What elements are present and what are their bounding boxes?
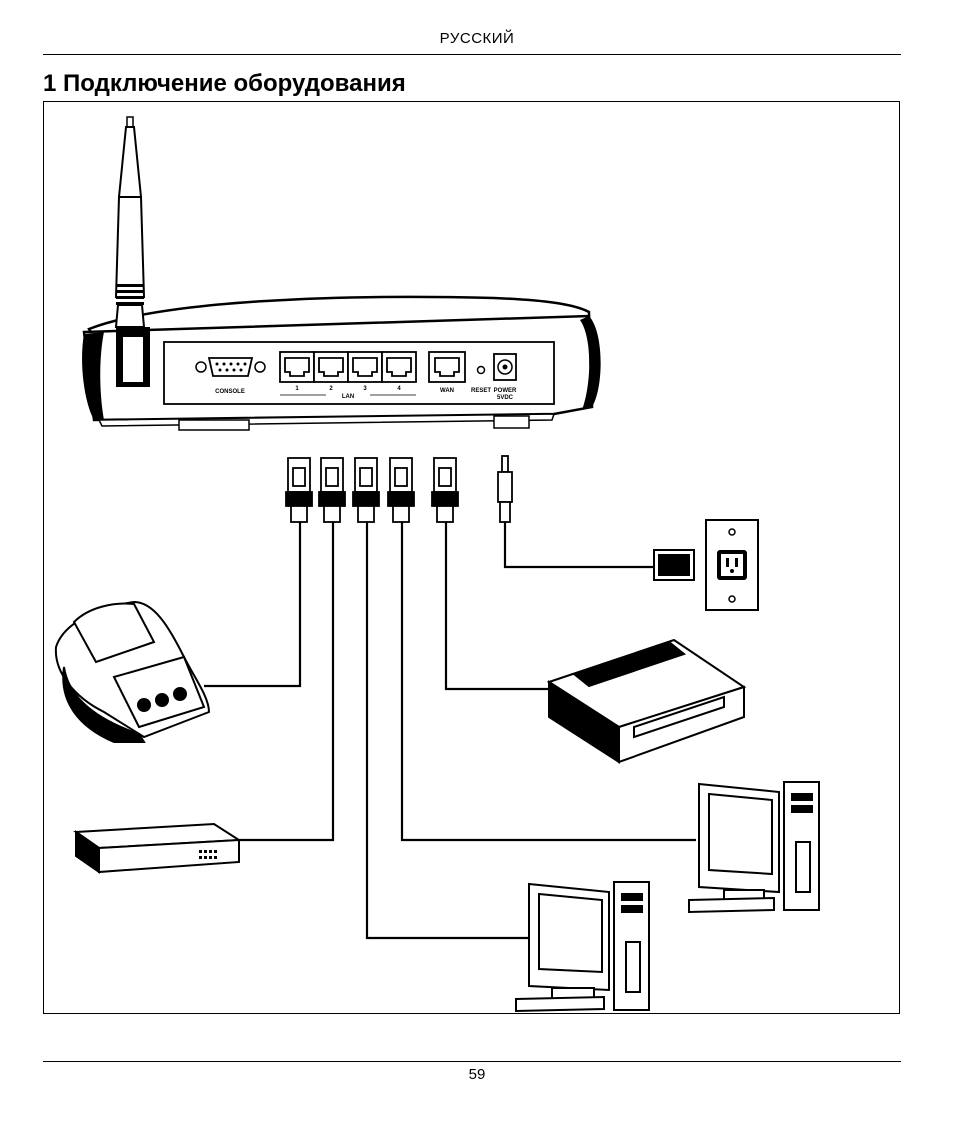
desktop-computer-icon	[688, 781, 820, 914]
switch-hub-icon	[73, 822, 243, 874]
footer-rule	[43, 1061, 901, 1062]
cables	[204, 522, 696, 940]
page-number: 59	[468, 1066, 486, 1083]
lan-port-number: 2	[329, 386, 333, 392]
antenna-icon	[114, 116, 150, 387]
ethernet-plug	[318, 457, 346, 523]
connection-diagram: CONSOLE 1 2 3 4 LAN WAN RESET	[54, 116, 820, 1013]
desktop-computer-icon	[515, 881, 650, 1013]
reset-label: RESET	[471, 388, 491, 394]
lan-port-block	[279, 351, 417, 383]
wan-label: WAN	[440, 388, 454, 394]
lan-port-number: 4	[397, 386, 401, 392]
modem-icon	[546, 638, 747, 764]
ethernet-plug	[387, 457, 415, 523]
section-title: 1 Подключение оборудования	[43, 70, 406, 97]
wan-port	[428, 351, 466, 383]
hardware-connection-figure: CONSOLE 1 2 3 4 LAN WAN RESET	[43, 101, 900, 1014]
ethernet-plug	[352, 457, 380, 523]
lan-port-number: 3	[363, 386, 367, 392]
reset-button-hole	[476, 365, 486, 375]
wall-outlet-icon	[705, 519, 759, 611]
ethernet-plug-wan	[431, 457, 459, 523]
lan-port-number: 1	[295, 386, 299, 392]
ethernet-plugs	[285, 455, 513, 523]
power-adapter-icon	[653, 549, 695, 581]
header-rule	[43, 54, 901, 55]
power-label: POWER	[494, 388, 517, 394]
power-jack	[493, 353, 517, 381]
power-voltage-label: 5VDC	[497, 395, 514, 401]
console-label: CONSOLE	[215, 389, 245, 395]
power-plug	[497, 455, 513, 523]
ethernet-plug	[285, 457, 313, 523]
lan-label: LAN	[342, 394, 354, 400]
console-port	[195, 357, 266, 377]
printer-icon	[54, 600, 211, 743]
running-header-language: РУССКИЙ	[439, 30, 515, 47]
router-illustration: CONSOLE 1 2 3 4 LAN WAN RESET	[82, 295, 601, 431]
